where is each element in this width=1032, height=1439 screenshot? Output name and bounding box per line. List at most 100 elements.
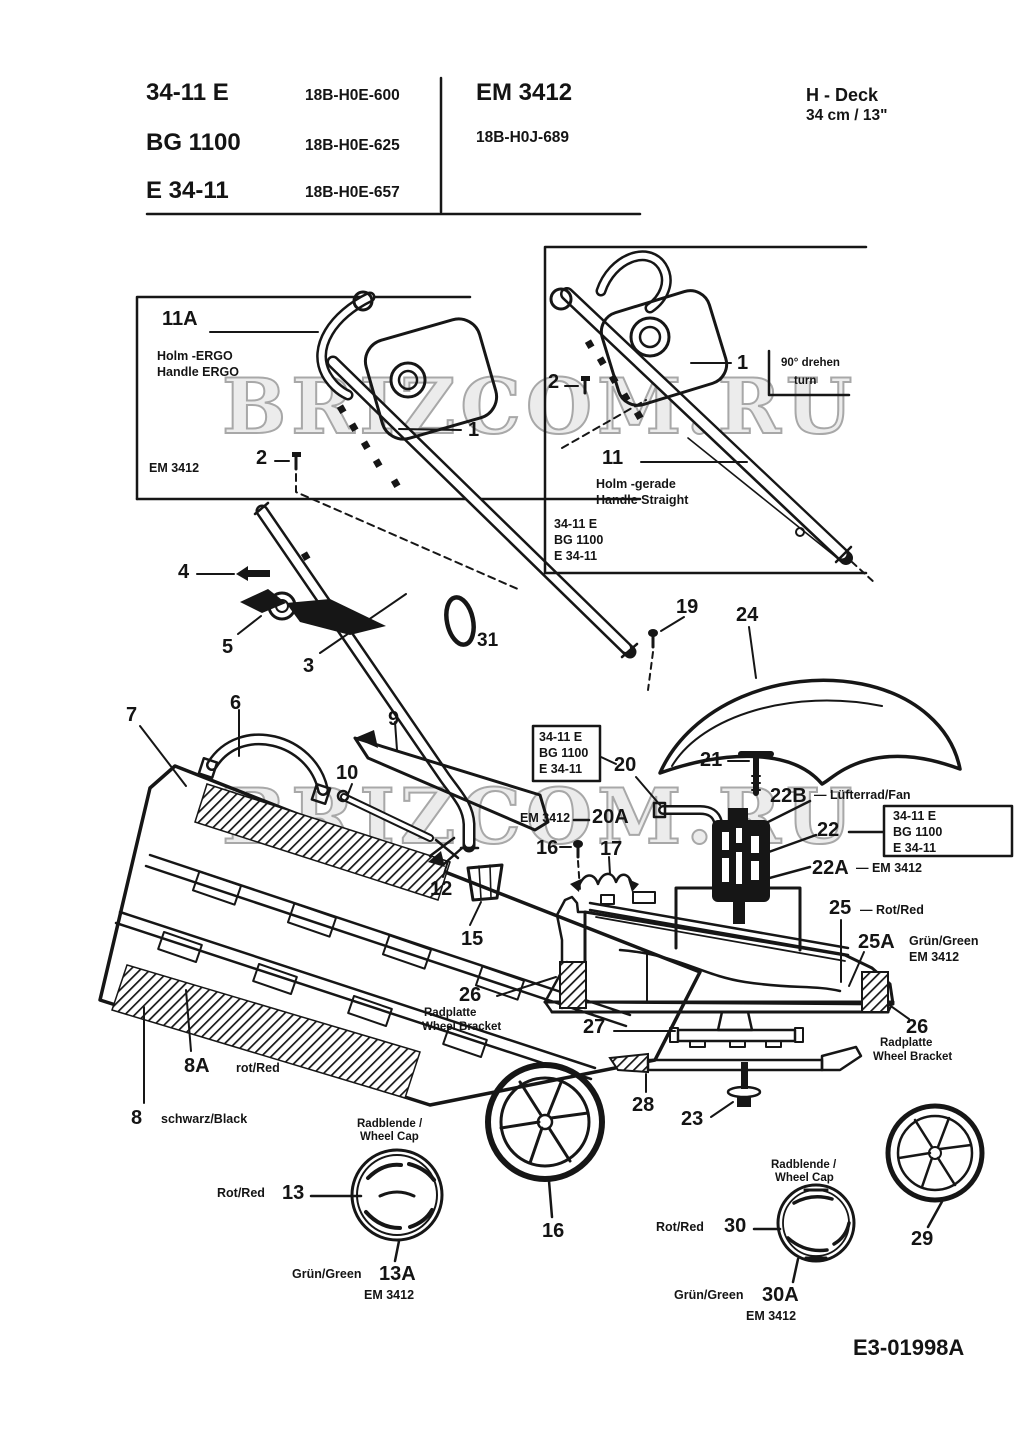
model-list-line: 34-11 E [539,730,583,744]
part-label-13: 13 [282,1182,305,1204]
rot-red-annotation: rot/Red [236,1061,280,1075]
part-label-16: 16 [542,1220,565,1242]
part-label-25a: 25A [858,931,895,953]
model-box-20 [531,724,602,783]
model-code-1: 18B-H0E-600 [305,87,400,104]
clip-12-icon [428,836,464,878]
model-list-line: BG 1100 [539,746,589,760]
rear-cover-24 [658,626,962,786]
bolt-23-icon [710,1062,762,1118]
bolt-21-icon [727,751,774,796]
part-label-25: 25 [829,897,852,919]
model-list-line: E 34-11 [554,549,598,563]
part-label-13a: 13A [379,1263,416,1285]
rotate-bracket [767,349,851,397]
rod-10 [336,783,434,842]
part-label-2: 2 [256,447,268,469]
part-label-5: 5 [222,636,234,658]
ergo-note-em3412: EM 3412 [149,461,200,475]
model-list-line: E 34-11 [539,762,583,776]
wheel-cap-13 [309,1148,444,1263]
inset-straight-handle [543,245,877,585]
radplatte-label: Radplatte [880,1037,933,1049]
catcher-band-top [194,783,451,901]
part-label-7: 7 [126,704,138,726]
ergo-label-en: Handle ERGO [157,365,239,379]
radplatte-label: Radplatte [424,1007,477,1019]
part-label-20a: 20A [592,806,629,828]
wheel-bracket-26-left [559,961,587,1009]
part-label-22b: 22B [770,785,807,807]
em3412-annotation: — EM 3412 [856,861,923,875]
model-name-3: E 34-11 [146,177,229,204]
sleeve-15 [466,863,504,926]
bolt-4-icon [196,566,270,581]
part-label-29: 29 [911,1228,934,1250]
rotate-label-en: turn [794,375,817,387]
gruen-green-annotation: Grün/Green [674,1288,744,1302]
part-label-28: 28 [632,1094,655,1116]
lower-handle-tube [253,501,504,926]
wheel-cap-label: Wheel Cap [775,1172,834,1184]
part-label-4: 4 [178,561,190,583]
part-label-26: 26 [906,1016,929,1038]
part-label-26: 26 [459,984,482,1006]
wing-knob-5-icon [237,589,386,635]
model-list-line: E 34-11 [893,841,937,855]
part-label-30a: 30A [762,1284,799,1306]
part-label-8a: 8A [184,1055,210,1077]
cable-ring-31 [444,595,476,647]
wheel-bracket-26-right [861,971,889,1013]
part-label-3: 3 [303,655,315,677]
part-label-24: 24 [736,604,759,626]
part-label-9: 9 [388,708,400,730]
screw-2-icon [581,376,590,395]
wheel-cap-30 [752,1183,856,1284]
part-label-21: 21 [700,749,723,771]
wheel-cap-label: Wheel Cap [360,1131,419,1143]
gruen-green-annotation: Grün/Green [292,1267,362,1281]
part-label-11a: 11A [162,308,198,330]
em-model-code: 18B-H0J-689 [476,129,570,146]
part-label-16: 16 [536,837,559,859]
fan-annotation: — Lüfterrad/Fan [814,788,911,802]
part-label-15: 15 [461,928,484,950]
blade-28 [608,1045,863,1093]
part-label-27: 27 [583,1016,606,1038]
part-label-23: 23 [681,1108,704,1130]
straight-label-en: Handle Straight [596,493,689,507]
model-code-2: 18B-H0E-625 [305,137,400,154]
rot-red-annotation: — Rot/Red [860,903,924,917]
inset-ergo-handle [135,290,642,659]
blade-adapter-27 [613,1010,804,1048]
part-label-10: 10 [336,762,359,784]
em3412-note: EM 3412 [746,1309,797,1323]
model-list-line: BG 1100 [554,533,604,547]
model-list-line: 34-11 E [893,809,937,823]
schwarz-black-annotation: schwarz/Black [161,1112,248,1126]
part-label-22a: 22A [812,857,849,879]
model-box-22 [882,804,1014,858]
part-label-6: 6 [230,692,242,714]
em-model-name: EM 3412 [476,79,573,106]
part-label-22: 22 [817,819,840,841]
wheel-16 [485,1062,605,1219]
part-label-30: 30 [724,1215,747,1237]
part-label-17: 17 [600,838,623,860]
support-bracket-9 [353,721,550,832]
model-list-line: BG 1100 [893,825,943,839]
part-label-31: 31 [477,630,499,651]
em3412-note: EM 3412 [520,811,571,825]
deck-housing-25 [496,886,910,1020]
part-label-2: 2 [548,371,560,393]
part-label-8: 8 [131,1107,143,1129]
part-label-20: 20 [614,754,637,776]
model-name-2: BG 1100 [146,129,241,156]
part-label-19: 19 [676,596,699,618]
radblende-label: Radblende / [771,1159,837,1171]
radblende-label: Radblende / [357,1118,423,1130]
gruen-green-annotation: Grün/Green [909,934,979,948]
deck-title: H - Deck [806,85,879,105]
grass-catcher [98,709,702,1107]
